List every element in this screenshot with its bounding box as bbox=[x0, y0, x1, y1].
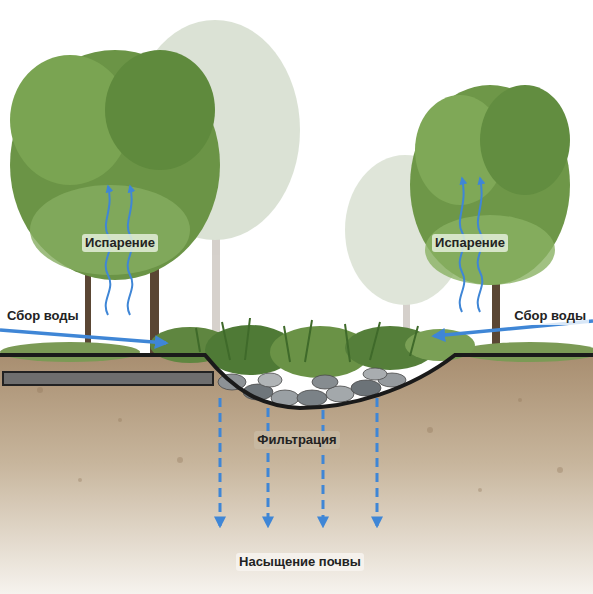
annotation-label: Сбор воды bbox=[511, 307, 589, 325]
rock bbox=[258, 373, 282, 387]
pebble bbox=[118, 418, 122, 422]
filtration-arrow bbox=[219, 398, 222, 526]
soil-texture bbox=[37, 387, 563, 492]
soil bbox=[0, 355, 593, 594]
grass-blades bbox=[196, 318, 418, 362]
filtration-arrow bbox=[376, 398, 379, 526]
rock bbox=[363, 368, 387, 380]
vegetation bbox=[0, 318, 593, 378]
tree-crown bbox=[410, 85, 570, 285]
filtration-arrow bbox=[267, 408, 270, 526]
pebble bbox=[518, 398, 522, 402]
pebble bbox=[177, 457, 183, 463]
filtration-arrow bbox=[322, 410, 325, 526]
annotation-label: Фильтрация bbox=[254, 431, 339, 449]
annotation-label: Насыщение почвы bbox=[236, 553, 364, 571]
grass-patch bbox=[460, 342, 593, 362]
pebble bbox=[427, 427, 433, 433]
pebble bbox=[478, 488, 482, 492]
grass-patch bbox=[0, 342, 140, 362]
annotation-label: Сбор воды bbox=[4, 307, 82, 325]
pebble bbox=[557, 467, 563, 473]
rock bbox=[297, 390, 327, 406]
annotation-label: Испарение bbox=[82, 234, 158, 252]
annotation-label: Испарение bbox=[432, 234, 508, 252]
flow-arrows bbox=[0, 178, 593, 526]
pebble bbox=[37, 387, 43, 393]
tree-crown bbox=[425, 215, 555, 285]
tree-crown bbox=[10, 50, 220, 280]
tree-crown bbox=[105, 50, 215, 170]
pebble bbox=[78, 478, 82, 482]
rock bbox=[312, 375, 338, 389]
tree-crown bbox=[480, 85, 570, 195]
ground-surface bbox=[0, 355, 593, 408]
drain-pipe bbox=[3, 372, 213, 385]
collection-arrow bbox=[0, 330, 166, 343]
